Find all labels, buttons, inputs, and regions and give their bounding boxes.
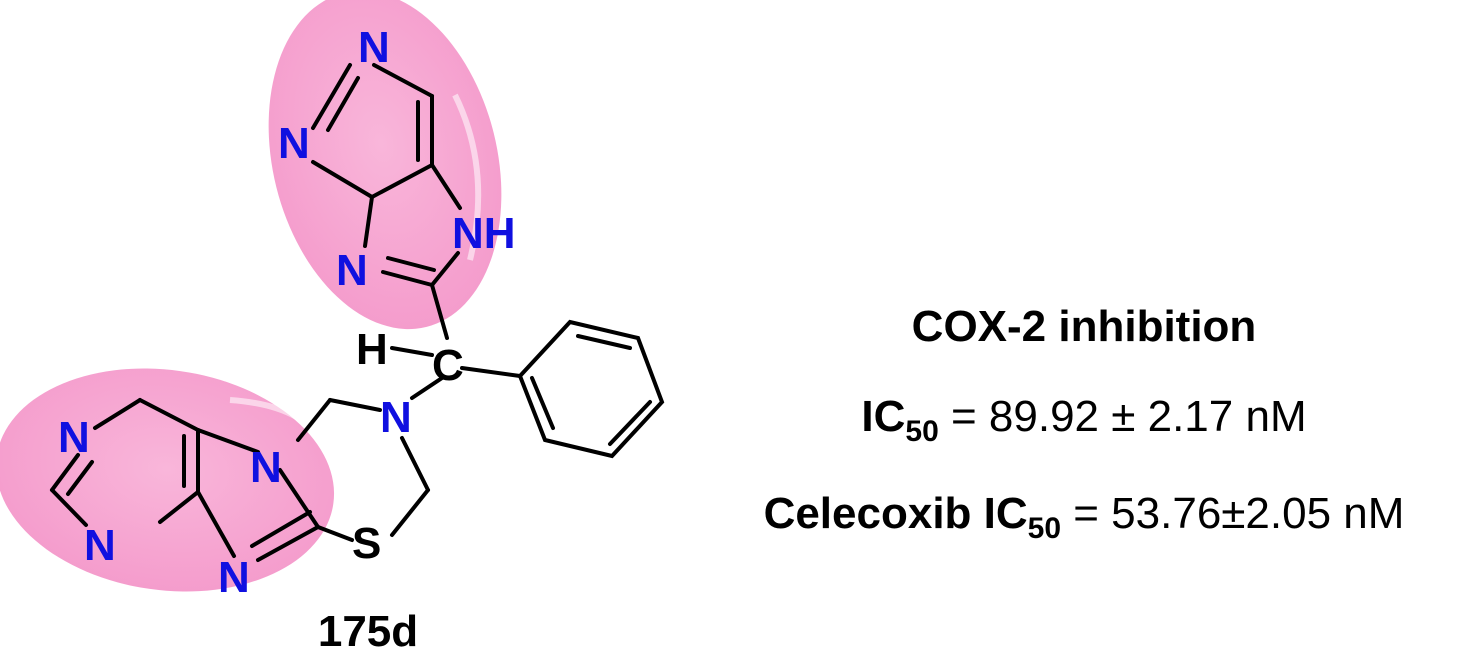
reference-label: Celecoxib IC — [763, 489, 1028, 538]
atom-label: S — [352, 519, 381, 568]
chemical-structure: N N NH N H C N N N N N S 175d — [0, 0, 665, 656]
compound-label: 175d — [318, 607, 418, 656]
highlight-sheen — [229, 397, 323, 442]
ic50-label: IC — [861, 392, 906, 441]
atom-label: NH — [452, 209, 516, 258]
ic50-line: IC50 = 89.92 ± 2.17 nM — [700, 392, 1468, 449]
atom-label: N — [250, 443, 282, 492]
activity-title: COX-2 inhibition — [911, 302, 1257, 351]
thiadiazine-bonds — [296, 398, 430, 542]
atom-label: N — [336, 246, 368, 295]
reference-value: = 53.76±2.05 nM — [1061, 489, 1405, 538]
linker-bonds — [390, 283, 522, 400]
atom-label: C — [432, 341, 464, 390]
atom-label: N — [218, 553, 250, 602]
top-purine-bonds — [311, 63, 462, 287]
activity-panel: COX-2 inhibition IC50 = 89.92 ± 2.17 nM … — [700, 290, 1468, 546]
ic50-subscript: 50 — [905, 415, 939, 448]
atom-label: N — [278, 119, 310, 168]
atom-label: N — [380, 393, 412, 442]
reference-line: Celecoxib IC50 = 53.76±2.05 nM — [700, 489, 1468, 546]
ic50-value: = 89.92 ± 2.17 nM — [938, 392, 1307, 441]
bottom-purine-bonds — [50, 398, 320, 562]
atom-label: N — [84, 521, 116, 570]
atom-label: N — [58, 413, 90, 462]
phenyl-ring — [517, 319, 665, 459]
bottom-purine-highlight — [0, 368, 335, 592]
atom-label: H — [356, 325, 388, 374]
top-purine-highlight — [268, 0, 502, 330]
atom-label: N — [358, 23, 390, 72]
reference-subscript: 50 — [1027, 512, 1062, 545]
highlight-sheen — [452, 93, 482, 261]
